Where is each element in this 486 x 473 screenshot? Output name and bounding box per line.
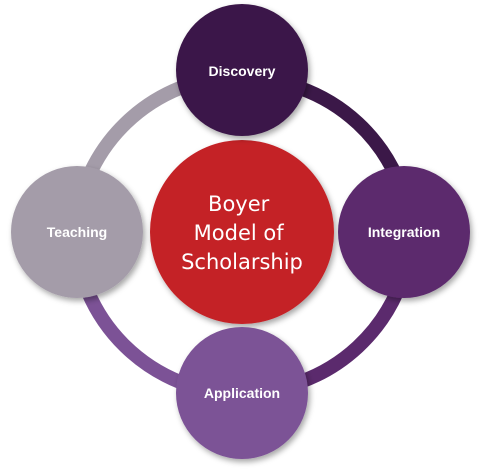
center-label-line-3: Scholarship: [181, 250, 303, 274]
center-label-line-1: Boyer: [208, 192, 270, 216]
ring-arc-teaching-discovery: [81, 81, 183, 181]
node-discovery: Discovery: [176, 4, 308, 136]
node-circle-teaching: [11, 166, 143, 298]
ring-arc-discovery-integration: [297, 81, 404, 181]
node-integration: Integration: [338, 166, 470, 298]
svg-text:Boyer Model of: Boyer Model of Scholarship: [181, 192, 303, 274]
node-label-teaching: Teaching: [47, 224, 107, 240]
node-label-integration: Integration: [368, 224, 440, 240]
ring-arc-integration-application: [297, 289, 404, 389]
node-circle-application: [176, 327, 308, 459]
node-label-application: Application: [204, 385, 280, 401]
ring-arc-application-teaching: [81, 289, 183, 389]
node-label-discovery: Discovery: [209, 63, 276, 79]
center-node: Boyer Model of Scholarship: [150, 140, 334, 324]
center-label-line-2: Model of: [194, 221, 285, 245]
node-circle-integration: [338, 166, 470, 298]
center-circle: [150, 140, 334, 324]
node-teaching: Teaching: [11, 166, 143, 298]
node-application: Application: [176, 327, 308, 459]
node-circle-discovery: [176, 4, 308, 136]
